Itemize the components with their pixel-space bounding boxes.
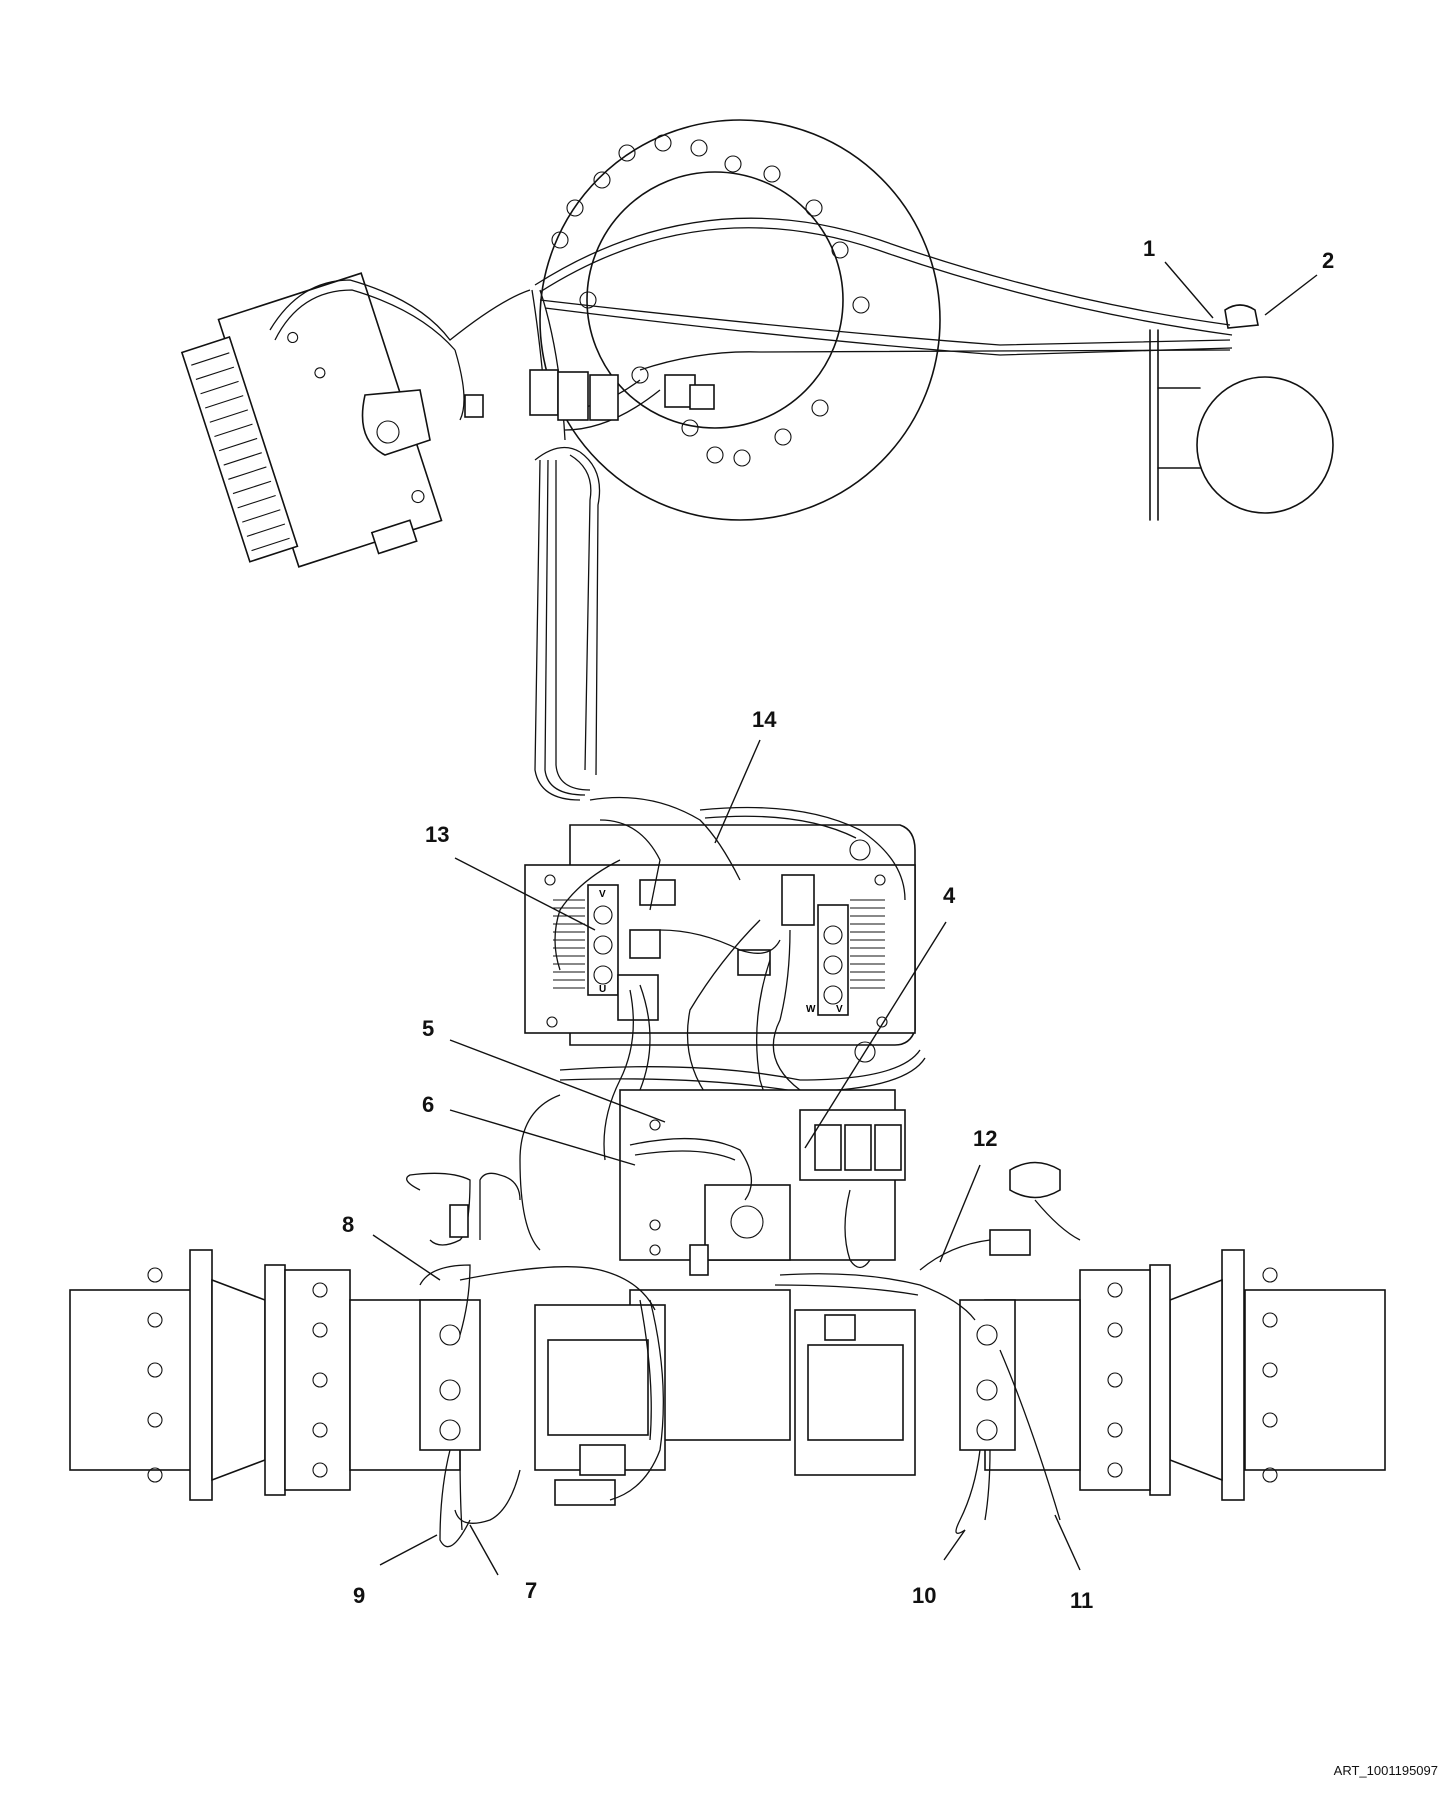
right-brake-valve-block [959, 1299, 1016, 1451]
callout-9: 9 [353, 1583, 365, 1608]
left-brake-valve-block [419, 1299, 481, 1451]
callout-14: 14 [752, 707, 777, 732]
callout-2: 2 [1322, 248, 1334, 273]
controller-terminals-left: V U [587, 884, 619, 996]
motor-controller: V U W V [524, 824, 916, 1063]
right-drive-motor [1079, 1249, 1386, 1501]
terminal-label-right-w: W [806, 1004, 816, 1015]
terminal-label-right-v: V [836, 1004, 843, 1015]
brake-hoses [419, 1264, 1061, 1548]
callout-4: 4 [943, 883, 956, 908]
terminal-label-left-v: V [599, 889, 606, 900]
mounting-tab [361, 389, 431, 456]
callout-5: 5 [422, 1016, 434, 1041]
callout-labels: 1 2 4 5 6 7 8 9 10 11 12 13 14 [342, 236, 1334, 1613]
controller-vents-right [850, 899, 885, 989]
callout-10: 10 [912, 1583, 936, 1608]
turntable-flange [539, 119, 941, 521]
callout-11: 11 [1070, 1588, 1093, 1613]
flange-bolt-holes [551, 134, 870, 467]
callout-7: 7 [525, 1578, 537, 1603]
level-sensor-bracket [1149, 304, 1334, 521]
control-module-heatsink [180, 272, 443, 568]
right-motor-housing [794, 1309, 916, 1476]
callout-6: 6 [422, 1092, 434, 1117]
callout-leaders [372, 261, 1318, 1576]
controller-terminals-right: W V [806, 904, 849, 1016]
callout-13: 13 [425, 822, 449, 847]
callout-8: 8 [342, 1212, 354, 1237]
terminal-label-left-u: U [599, 984, 606, 995]
callout-12: 12 [973, 1126, 997, 1151]
contactor-panel [619, 1089, 906, 1276]
left-drive-motor [69, 1249, 351, 1501]
left-motor-housing [534, 1304, 666, 1506]
upper-connectors [464, 369, 715, 421]
callout-1: 1 [1143, 236, 1155, 261]
sensor-bracket-right [919, 1161, 1081, 1271]
upper-harness [269, 217, 1233, 801]
panel-wiring [406, 1094, 871, 1269]
art-reference: ART_1001195097 [1334, 1763, 1438, 1778]
